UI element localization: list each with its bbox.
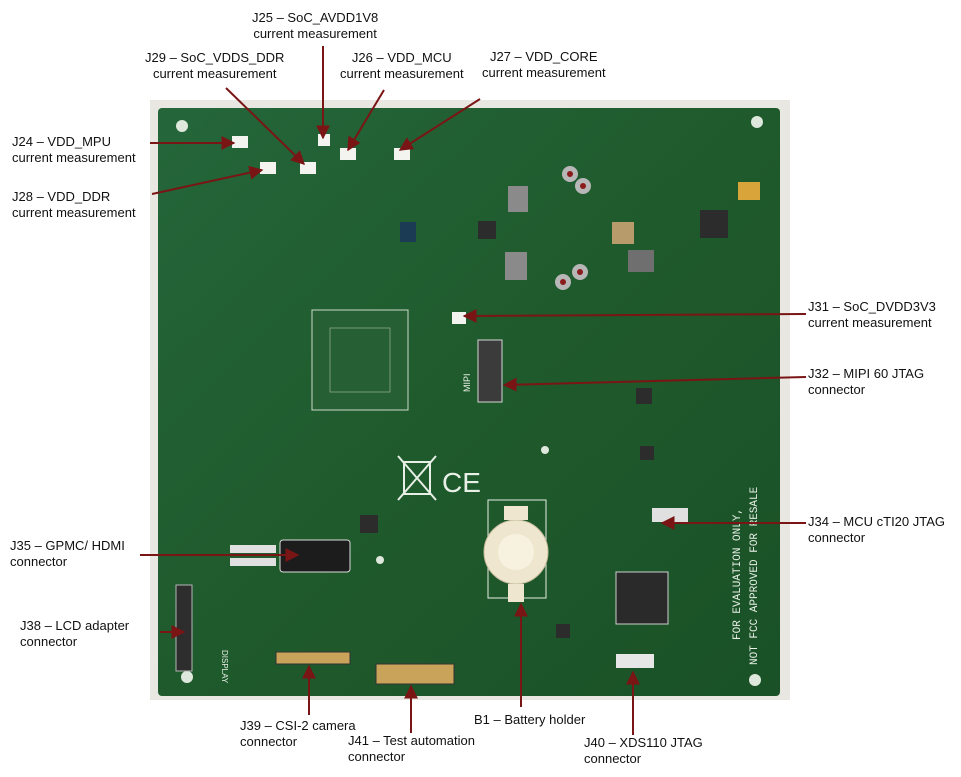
label-j31-subtitle: current measurement — [808, 315, 932, 330]
label-j38-subtitle: connector — [20, 634, 78, 649]
label-j24-subtitle: current measurement — [12, 150, 136, 165]
leader-lines — [140, 46, 807, 735]
label-j27-title: J27 – VDD_CORE — [489, 49, 598, 64]
label-j40-subtitle: connector — [584, 751, 642, 766]
label-j25-subtitle: current measurement — [253, 26, 377, 41]
label-j39: J39 – CSI-2 camera connector — [240, 718, 356, 750]
label-j29-subtitle: current measurement — [152, 66, 277, 81]
gpmc-header-strip-2 — [230, 558, 276, 566]
label-j28-title: J28 – VDD_DDR — [12, 189, 111, 204]
label-j38-title: J38 – LCD adapter — [20, 618, 130, 633]
label-j34: J34 – MCU cTI20 JTAG connector — [808, 514, 945, 546]
lcd-connector — [175, 584, 193, 672]
label-j41: J41 – Test automation connector — [348, 733, 475, 765]
mipi-silkscreen: MIPI — [462, 373, 472, 392]
mounting-holes — [176, 116, 763, 686]
label-j27-subtitle: current measurement — [482, 65, 606, 80]
mipi-connector — [477, 339, 503, 403]
capacitors — [555, 166, 591, 290]
label-j31-title: J31 – SoC_DVDD3V3 — [808, 299, 936, 314]
label-j25: J25 – SoC_AVDD1V8 current measurement — [252, 10, 378, 42]
weee-bin-symbol — [397, 455, 437, 501]
label-j26-subtitle: current measurement — [340, 66, 464, 81]
mcu-chip — [615, 571, 669, 625]
label-j24: J24 – VDD_MPU current measurement — [12, 134, 136, 166]
component-cluster — [360, 182, 760, 638]
label-j28: J28 – VDD_DDR current measurement — [12, 189, 136, 221]
eval-silkscreen-1: FOR EVALUATION ONLY, — [732, 508, 744, 640]
label-j39-title: J39 – CSI-2 camera — [240, 718, 356, 733]
label-j38: J38 – LCD adapter connector — [20, 618, 129, 650]
ce-mark: CE — [442, 467, 481, 498]
label-j28-subtitle: current measurement — [12, 205, 136, 220]
soc-outline — [311, 309, 409, 411]
label-j34-title: J34 – MCU cTI20 JTAG — [808, 514, 946, 529]
cti20-header — [652, 508, 688, 522]
label-j24-title: J24 – VDD_MPU — [12, 134, 111, 149]
test-automation-connector — [375, 663, 455, 685]
label-j25-title: J25 – SoC_AVDD1V8 — [252, 10, 379, 25]
soc-bga-pads — [329, 327, 391, 393]
display-silkscreen: DISPLAY — [220, 650, 229, 684]
pcb-board — [158, 108, 780, 696]
label-b1-title: B1 – Battery holder — [474, 712, 586, 727]
label-j26: J26 – VDD_MCU current measurement — [340, 50, 464, 82]
label-j32-subtitle: connector — [808, 382, 866, 397]
label-j34-subtitle: connector — [808, 530, 866, 545]
label-j29: J29 – SoC_VDDS_DDR current measurement — [145, 50, 284, 82]
csi2-connector — [275, 651, 351, 665]
label-j35-subtitle: connector — [10, 554, 68, 569]
label-j35-title: J35 – GPMC/ HDMI — [10, 538, 125, 553]
label-j35: J35 – GPMC/ HDMI connector — [10, 538, 125, 570]
battery-holder — [483, 499, 549, 602]
label-j40-title: J40 – XDS110 JTAG — [584, 735, 703, 750]
label-j31: J31 – SoC_DVDD3V3 current measurement — [808, 299, 936, 331]
label-j26-title: J26 – VDD_MCU — [351, 50, 452, 65]
label-j27: J27 – VDD_CORE current measurement — [482, 49, 606, 81]
label-j40: J40 – XDS110 JTAG connector — [584, 735, 703, 767]
xds110-connector — [616, 654, 654, 668]
label-j29-title: J29 – SoC_VDDS_DDR — [145, 50, 285, 65]
label-j41-subtitle: connector — [348, 749, 406, 764]
label-j41-title: J41 – Test automation — [348, 733, 475, 748]
gpmc-header-strip — [230, 545, 276, 553]
label-j32: J32 – MIPI 60 JTAG connector — [808, 366, 924, 398]
label-j32-title: J32 – MIPI 60 JTAG — [808, 366, 925, 381]
label-j39-subtitle: connector — [240, 734, 298, 749]
label-b1: B1 – Battery holder — [474, 712, 585, 728]
eval-silkscreen-2: NOT FCC APPROVED FOR RESALE — [749, 486, 761, 665]
